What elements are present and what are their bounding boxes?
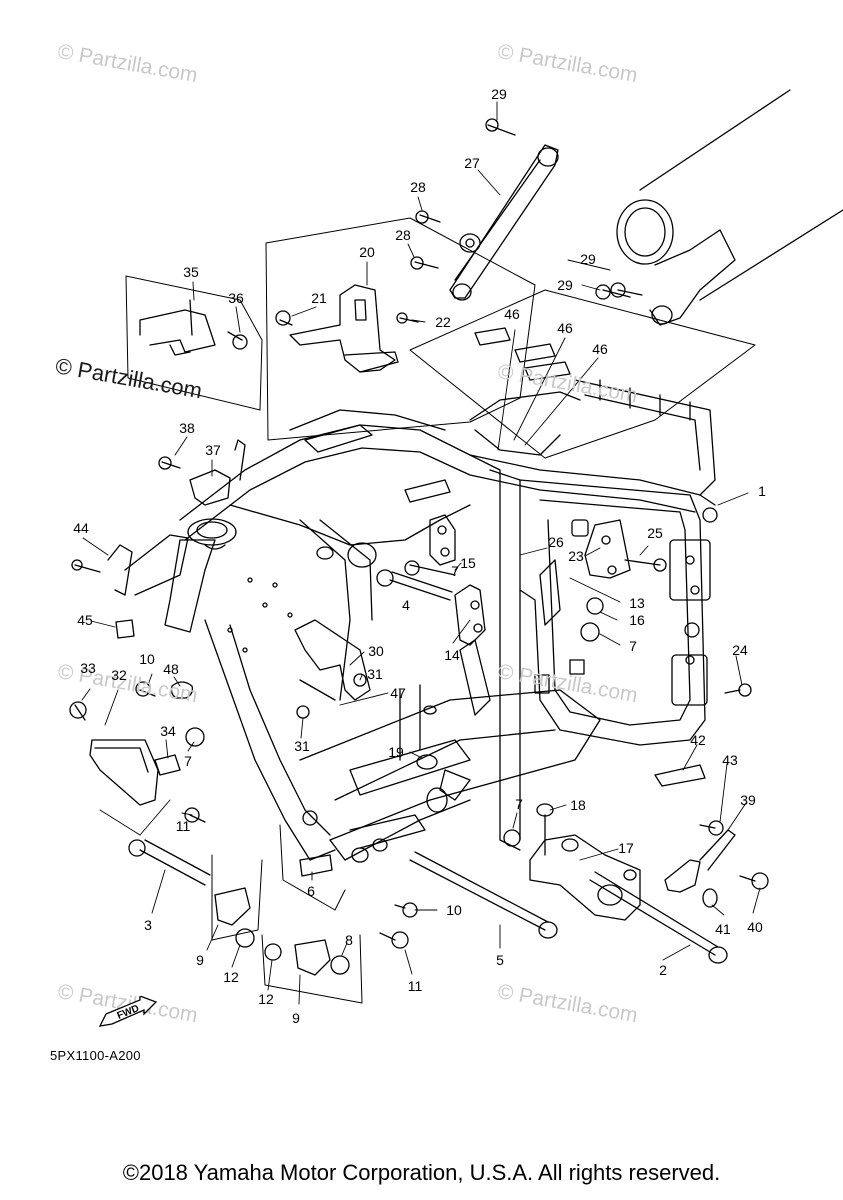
callout-12: 12 — [258, 991, 274, 1007]
callout-45: 45 — [77, 612, 93, 628]
part-37-bracket — [189, 439, 246, 506]
callout-33: 33 — [80, 660, 96, 676]
callout-36: 36 — [228, 290, 244, 306]
part-46-label-1 — [474, 327, 511, 346]
callout-6: 6 — [307, 883, 315, 899]
callout-11: 11 — [407, 978, 423, 994]
main-frame — [164, 379, 718, 863]
part-46-label-2 — [514, 343, 556, 363]
frame-assembly-drawing — [69, 89, 843, 1005]
part-9-plate-right — [294, 939, 331, 976]
callout-31: 31 — [294, 738, 310, 754]
callout-32: 32 — [111, 667, 127, 683]
callout-46: 46 — [504, 306, 520, 322]
callout-14: 14 — [444, 647, 460, 663]
part-45 — [115, 619, 135, 639]
callout-23: 23 — [568, 548, 584, 564]
part-6-sleeve — [299, 854, 333, 877]
callout-18: 18 — [570, 797, 586, 813]
part-34-clip — [154, 754, 181, 776]
part-42-bracket — [654, 764, 706, 787]
part-9-plate-left — [214, 887, 251, 926]
callout-46: 46 — [592, 341, 608, 357]
callout-4: 4 — [402, 597, 410, 613]
callout-25: 25 — [647, 525, 663, 541]
part-30-bracket — [294, 619, 371, 701]
callout-17: 17 — [618, 840, 634, 856]
callout-37: 37 — [205, 442, 221, 458]
callout-35: 35 — [183, 264, 199, 280]
bolts — [69, 118, 769, 975]
callout-15: 15 — [460, 555, 476, 571]
callout-47: 47 — [390, 685, 406, 701]
callout-29: 29 — [557, 277, 573, 293]
callout-5: 5 — [496, 952, 504, 968]
callout-11: 11 — [175, 818, 191, 834]
callout-34: 34 — [160, 723, 176, 739]
callout-28: 28 — [395, 227, 411, 243]
callout-30: 30 — [368, 643, 384, 659]
callout-29: 29 — [491, 86, 507, 102]
callout-27: 27 — [464, 155, 480, 171]
callout-16: 16 — [629, 612, 645, 628]
callout-9: 9 — [292, 1010, 300, 1026]
group-box-46 — [409, 289, 756, 459]
callout-12: 12 — [223, 969, 239, 985]
callout-2: 2 — [659, 962, 667, 978]
part-27-bracket — [449, 144, 559, 301]
part-48 — [170, 681, 194, 699]
fwd-label: FWD — [116, 1003, 141, 1022]
diagram-code: 5PX1100-A200 — [50, 1048, 141, 1063]
part-32-cover — [89, 739, 159, 806]
part-23-bracket — [571, 519, 631, 579]
group-box-9-right — [261, 934, 363, 1004]
callout-7: 7 — [515, 796, 523, 812]
callout-10: 10 — [446, 902, 462, 918]
leader-lines — [81, 101, 761, 1005]
callout-19: 19 — [388, 744, 404, 760]
callout-10: 10 — [139, 651, 155, 667]
callout-31: 31 — [367, 666, 383, 682]
part-44-bracket — [107, 534, 189, 596]
callout-39: 39 — [740, 792, 756, 808]
callout-7: 7 — [451, 563, 459, 579]
callout-28: 28 — [410, 179, 426, 195]
callout-29: 29 — [580, 251, 596, 267]
group-box-6 — [279, 824, 346, 911]
callout-46: 46 — [557, 320, 573, 336]
callout-44: 44 — [73, 520, 89, 536]
callout-7: 7 — [184, 753, 192, 769]
callout-43: 43 — [722, 752, 738, 768]
forward-arrow-icon: FWD — [98, 996, 158, 1027]
part-20-bracket — [289, 284, 399, 373]
callout-9: 9 — [196, 952, 204, 968]
callout-41: 41 — [715, 921, 731, 937]
callout-22: 22 — [435, 314, 451, 330]
callout-21: 21 — [311, 290, 327, 306]
group-box-20 — [265, 217, 536, 441]
group-box-35 — [125, 275, 263, 411]
callout-24: 24 — [732, 642, 748, 658]
part-17-bracket — [529, 834, 641, 921]
callout-13: 13 — [629, 595, 645, 611]
callout-48: 48 — [163, 661, 179, 677]
callout-38: 38 — [179, 420, 195, 436]
callout-40: 40 — [747, 919, 763, 935]
copyright-notice: ©2018 Yamaha Motor Corporation, U.S.A. A… — [122, 1160, 721, 1185]
part-35-bracket — [139, 299, 216, 356]
callout-1: 1 — [758, 483, 766, 499]
part-39-bracket — [664, 829, 736, 893]
callout-7: 7 — [629, 638, 637, 654]
muffler — [616, 89, 843, 326]
group-box-9-left — [211, 854, 263, 941]
callout-3: 3 — [144, 917, 152, 933]
callout-26: 26 — [548, 534, 564, 550]
callout-8: 8 — [345, 932, 353, 948]
callout-20: 20 — [359, 244, 375, 260]
callout-42: 42 — [690, 732, 706, 748]
